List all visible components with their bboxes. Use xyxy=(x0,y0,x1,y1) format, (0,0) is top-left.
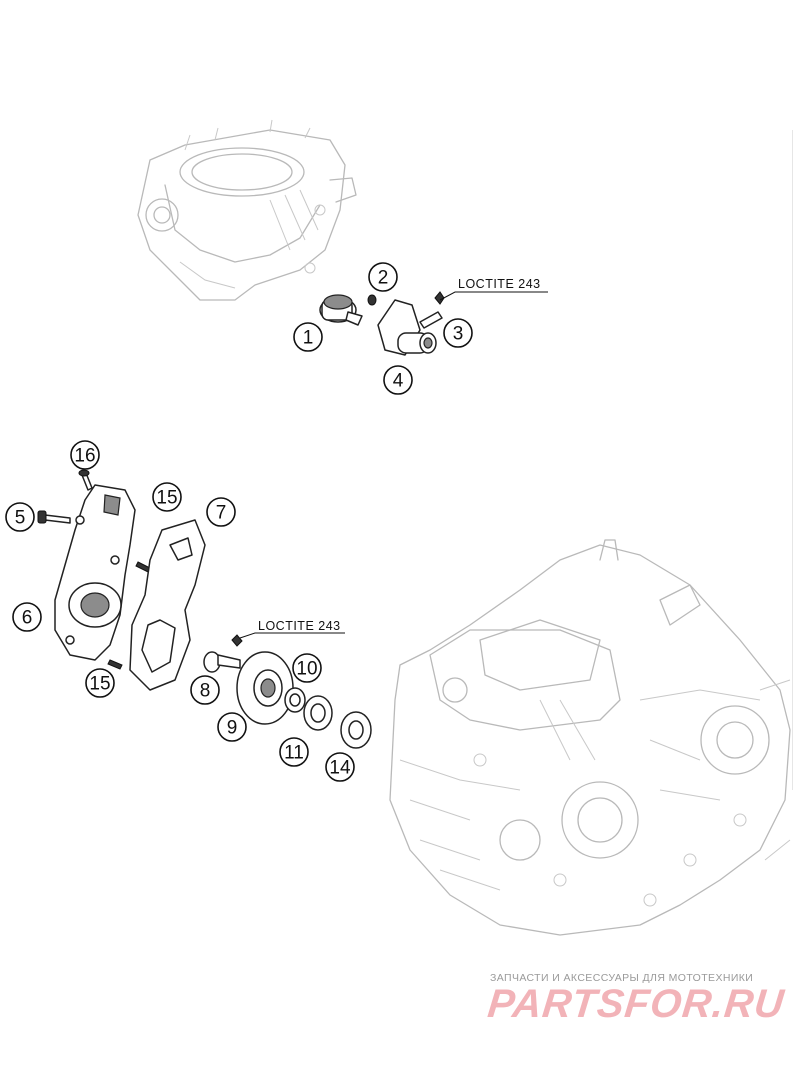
water-pump-cover xyxy=(54,484,136,661)
callout-15-lower-label: 15 xyxy=(89,674,110,695)
callout-8: 8 xyxy=(190,675,220,705)
shaft-seal-11 xyxy=(303,695,333,731)
dowel-pin-lower xyxy=(107,659,123,670)
callout-9: 9 xyxy=(217,712,247,742)
callout-14: 14 xyxy=(325,752,355,782)
callout-15-lower: 15 xyxy=(85,668,115,698)
watermark-subtitle: ЗАПЧАСТИ И АКСЕССУАРЫ ДЛЯ МОТОТЕХНИКИ xyxy=(490,972,754,984)
callout-4: 4 xyxy=(383,365,413,395)
callout-8-label: 8 xyxy=(200,681,211,702)
callout-16: 16 xyxy=(70,440,100,470)
impeller xyxy=(236,651,294,725)
thermostat xyxy=(319,294,363,326)
callout-15-upper-label: 15 xyxy=(156,488,177,509)
callout-15-upper: 15 xyxy=(152,482,182,512)
loctite-label-upper: LOCTITE 243 xyxy=(458,277,541,291)
crankcase-ghost-outline xyxy=(389,539,791,936)
callout-10-label: 10 xyxy=(296,659,317,680)
cylinder-ghost-outline xyxy=(137,119,357,301)
cover-bolt-5 xyxy=(37,510,71,524)
callout-11: 11 xyxy=(279,737,309,767)
callout-3-label: 3 xyxy=(453,324,464,345)
callout-2-label: 2 xyxy=(378,268,389,289)
callout-3: 3 xyxy=(443,318,473,348)
thermostat-cap-nut xyxy=(367,294,377,306)
callout-5: 5 xyxy=(5,502,35,532)
page-edge-line xyxy=(792,130,793,790)
water-pump-gasket xyxy=(129,519,206,691)
callout-1-label: 1 xyxy=(303,328,314,349)
thermostat-housing xyxy=(377,299,437,356)
watermark-brand-logo: PARTSFOR.RU xyxy=(485,982,787,1026)
callout-7-label: 7 xyxy=(216,503,227,524)
loctite-label-lower: LOCTITE 243 xyxy=(258,619,341,633)
callout-4-label: 4 xyxy=(393,371,404,392)
shaft-seal-14 xyxy=(340,711,372,749)
callout-14-label: 14 xyxy=(329,758,351,779)
callout-10: 10 xyxy=(292,653,322,683)
cover-bolt-16 xyxy=(78,469,93,491)
callout-6-label: 6 xyxy=(22,608,33,629)
callout-6: 6 xyxy=(12,602,42,632)
callout-11-label: 11 xyxy=(284,743,304,764)
loctite-leader-lower xyxy=(239,632,345,639)
callout-5-label: 5 xyxy=(15,508,26,529)
housing-screw xyxy=(419,291,445,329)
callout-1: 1 xyxy=(293,322,323,352)
impeller-screw xyxy=(203,634,243,673)
callout-7: 7 xyxy=(206,497,236,527)
seal-ring-10 xyxy=(284,687,306,713)
callout-9-label: 9 xyxy=(227,718,238,739)
callout-2: 2 xyxy=(368,262,398,292)
loctite-leader-upper xyxy=(439,291,548,301)
callout-16-label: 16 xyxy=(74,446,95,467)
